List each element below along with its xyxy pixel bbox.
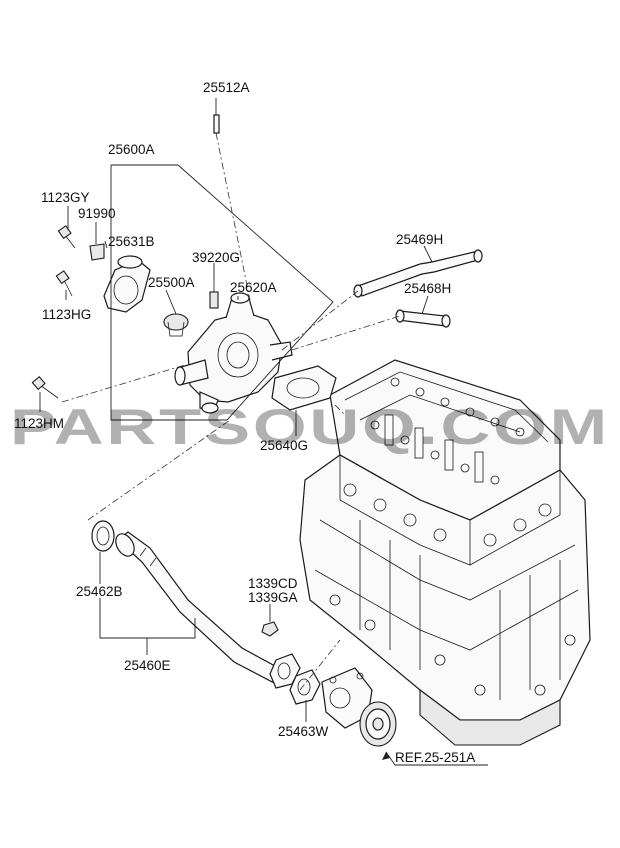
housing-gasket: [271, 365, 337, 411]
label-25468H[interactable]: 25468H: [404, 281, 451, 296]
temp-sensor: [209, 280, 219, 309]
thermostat: [163, 313, 189, 337]
label-25462B[interactable]: 25462B: [76, 584, 123, 599]
label-ref-25-251A[interactable]: REF.25-251A: [395, 750, 475, 765]
part-labels: 25512A 25600A 1123GY 91990 25631B 39220G…: [14, 80, 475, 765]
label-1123GY[interactable]: 1123GY: [41, 190, 90, 205]
label-25620A[interactable]: 25620A: [230, 280, 277, 295]
thermostat-housing: [174, 292, 293, 414]
dashed-leaders: [61, 132, 401, 691]
assembly-bracket: [110, 164, 334, 421]
water-pump: [321, 667, 397, 747]
label-25469H[interactable]: 25469H: [396, 232, 443, 247]
label-25463W[interactable]: 25463W: [278, 724, 329, 739]
label-25460E[interactable]: 25460E: [124, 658, 171, 673]
label-1339CD[interactable]: 1339CD: [248, 576, 298, 591]
label-1123HG[interactable]: 1123HG: [42, 307, 91, 322]
label-91990[interactable]: 91990: [78, 206, 116, 221]
pipe-flange-gaskets: [269, 653, 321, 705]
label-25500A[interactable]: 25500A: [148, 275, 195, 290]
watermark: PARTSOUQ.COM: [10, 399, 610, 455]
label-39220G[interactable]: 39220G: [192, 250, 240, 265]
label-1123HM[interactable]: 1123HM: [14, 416, 64, 431]
water-inlet-fitting: [103, 255, 151, 313]
leader-lines: [39, 98, 488, 766]
engine-block: [299, 359, 591, 746]
label-25631B[interactable]: 25631B: [108, 234, 155, 249]
label-25640G[interactable]: 25640G: [260, 438, 308, 453]
label-25600A[interactable]: 25600A: [108, 142, 155, 157]
heater-hose-lower: [395, 309, 451, 328]
label-25512A[interactable]: 25512A: [203, 80, 250, 95]
heater-hose-upper: [353, 249, 483, 298]
o-ring: [91, 520, 115, 552]
label-1339GA[interactable]: 1339GA: [248, 590, 298, 605]
